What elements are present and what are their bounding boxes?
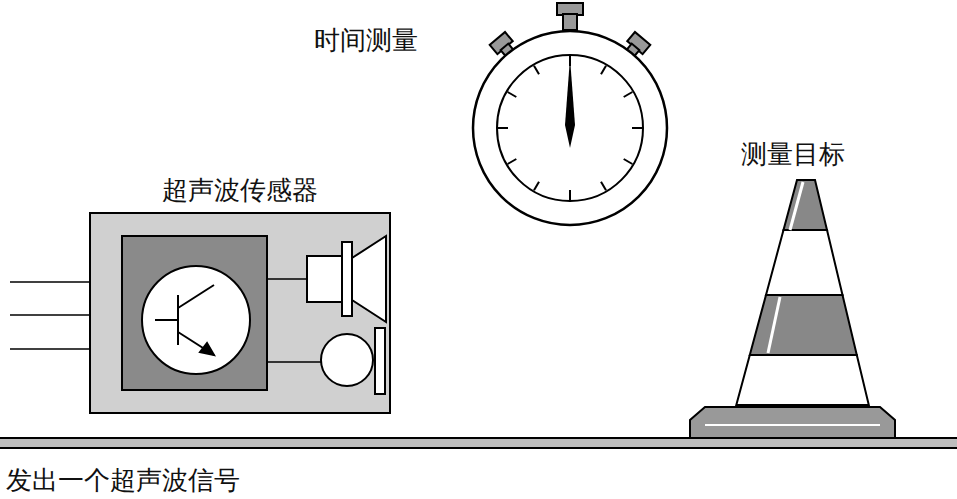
target-node: 测量目标 xyxy=(690,140,895,440)
speaker-horn xyxy=(352,236,386,322)
heading-label: 测量目标 xyxy=(741,140,845,170)
sensor-box: 超声波传感器 xyxy=(90,176,390,414)
heading-label: 时间测量 xyxy=(314,26,418,56)
ground xyxy=(0,438,957,448)
speaker xyxy=(307,256,342,302)
traffic-cone xyxy=(690,180,895,438)
sensor-housing xyxy=(90,213,390,413)
transistor-symbol xyxy=(142,266,250,374)
microphone xyxy=(321,334,373,386)
stopwatch xyxy=(473,3,667,225)
circuit-board xyxy=(122,236,267,390)
heading-label: 超声波传感器 xyxy=(162,176,318,206)
speaker xyxy=(342,242,352,316)
stopwatch-node: 时间测量 xyxy=(300,26,670,226)
caption: 发出一个超声波信号 xyxy=(6,466,240,496)
microphone xyxy=(375,328,385,394)
transistor-symbol xyxy=(155,285,214,355)
